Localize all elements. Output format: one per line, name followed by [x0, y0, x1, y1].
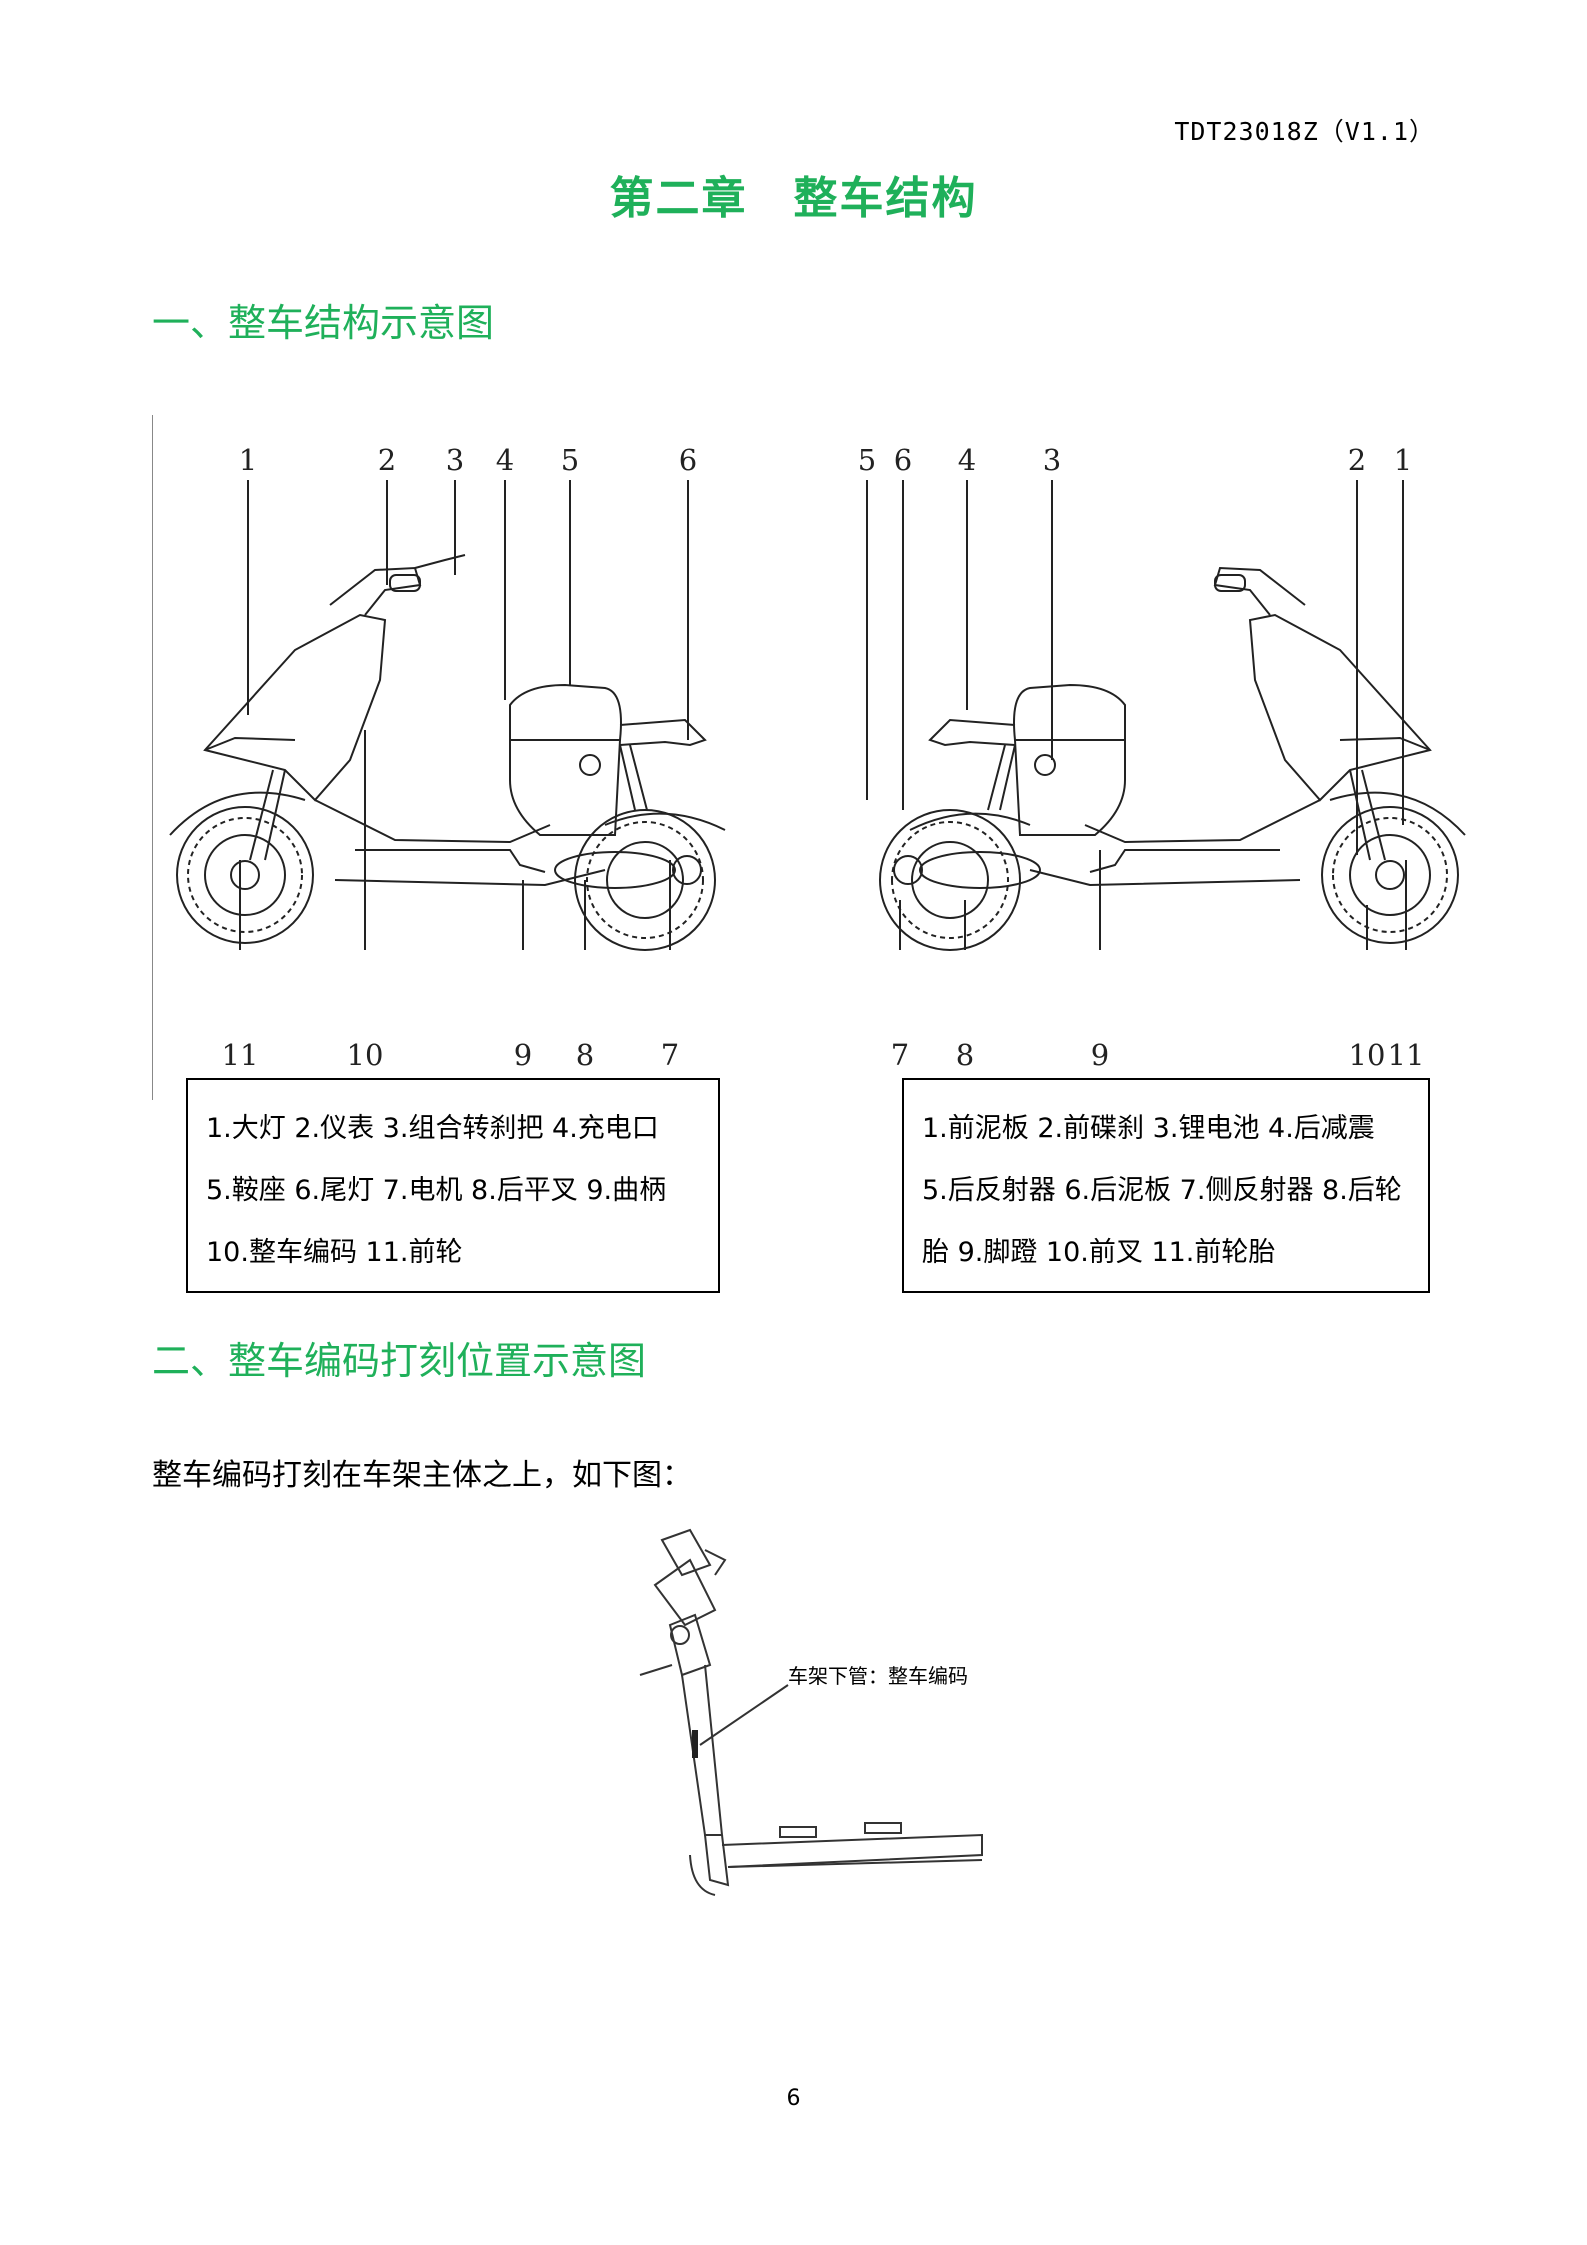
legend-left: 1.大灯 2.仪表 3.组合转刹把 4.充电口 5.鞍座 6.尾灯 7.电机 8…	[186, 1078, 720, 1293]
left-label-3: 3	[446, 443, 464, 477]
right-label-4: 4	[958, 443, 976, 477]
legend-left-line: 1.大灯 2.仪表 3.组合转刹把 4.充电口	[206, 1113, 659, 1144]
left-label-8: 8	[576, 1038, 594, 1072]
left-label-6: 6	[679, 443, 697, 477]
document-code: TDT23018Z（V1.1）	[1174, 117, 1435, 146]
left-label-9: 9	[514, 1038, 532, 1072]
chapter-title: 第二章 整车结构	[609, 173, 978, 224]
legend-right: 1.前泥板 2.前碟刹 3.锂电池 4.后减震 5.后反射器 6.后泥板 7.侧…	[902, 1078, 1430, 1293]
left-label-5: 5	[561, 443, 579, 477]
right-label-11: 11	[1388, 1038, 1425, 1072]
legend-right-line: 5.后反射器 6.后泥板 7.侧反射器 8.后轮胎 9.脚蹬 10.前叉 11.…	[922, 1175, 1402, 1268]
scooter-left-view-diagram: 1 2 3 4 5 6 11 10 9 8 7	[165, 443, 795, 1072]
right-label-8: 8	[956, 1038, 974, 1072]
section-title-code-location: 二、整车编码打刻位置示意图	[152, 1339, 647, 1383]
right-label-9: 9	[1091, 1038, 1109, 1072]
page-number: 6	[786, 2086, 801, 2111]
margin-rule	[152, 415, 153, 1100]
right-label-3: 3	[1043, 443, 1061, 477]
left-label-2: 2	[378, 443, 396, 477]
legend-right-line: 1.前泥板 2.前碟刹 3.锂电池 4.后减震	[922, 1113, 1375, 1144]
left-label-1: 1	[239, 443, 257, 477]
scooter-right-view-diagram: 5 6 4 3 2 1 7 8 9 10 11	[858, 443, 1470, 1072]
body-paragraph: 整车编码打刻在车架主体之上，如下图：	[152, 1458, 692, 1493]
right-label-5: 5	[858, 443, 876, 477]
left-label-11: 11	[222, 1038, 259, 1072]
left-label-7: 7	[661, 1038, 679, 1072]
left-label-4: 4	[496, 443, 514, 477]
right-label-10: 10	[1349, 1038, 1386, 1072]
legend-left-line: 10.整车编码 11.前轮	[206, 1237, 463, 1268]
legend-left-line: 5.鞍座 6.尾灯 7.电机 8.后平叉 9.曲柄	[206, 1175, 667, 1206]
right-label-7: 7	[891, 1038, 909, 1072]
right-label-2: 2	[1348, 443, 1366, 477]
right-label-6: 6	[894, 443, 912, 477]
frame-code-location-diagram	[610, 1515, 990, 1955]
left-label-10: 10	[347, 1038, 384, 1072]
right-label-1: 1	[1394, 443, 1412, 477]
frame-callout-label: 车架下管：整车编码	[788, 1664, 968, 1688]
section-title-structure: 一、整车结构示意图	[152, 301, 495, 345]
